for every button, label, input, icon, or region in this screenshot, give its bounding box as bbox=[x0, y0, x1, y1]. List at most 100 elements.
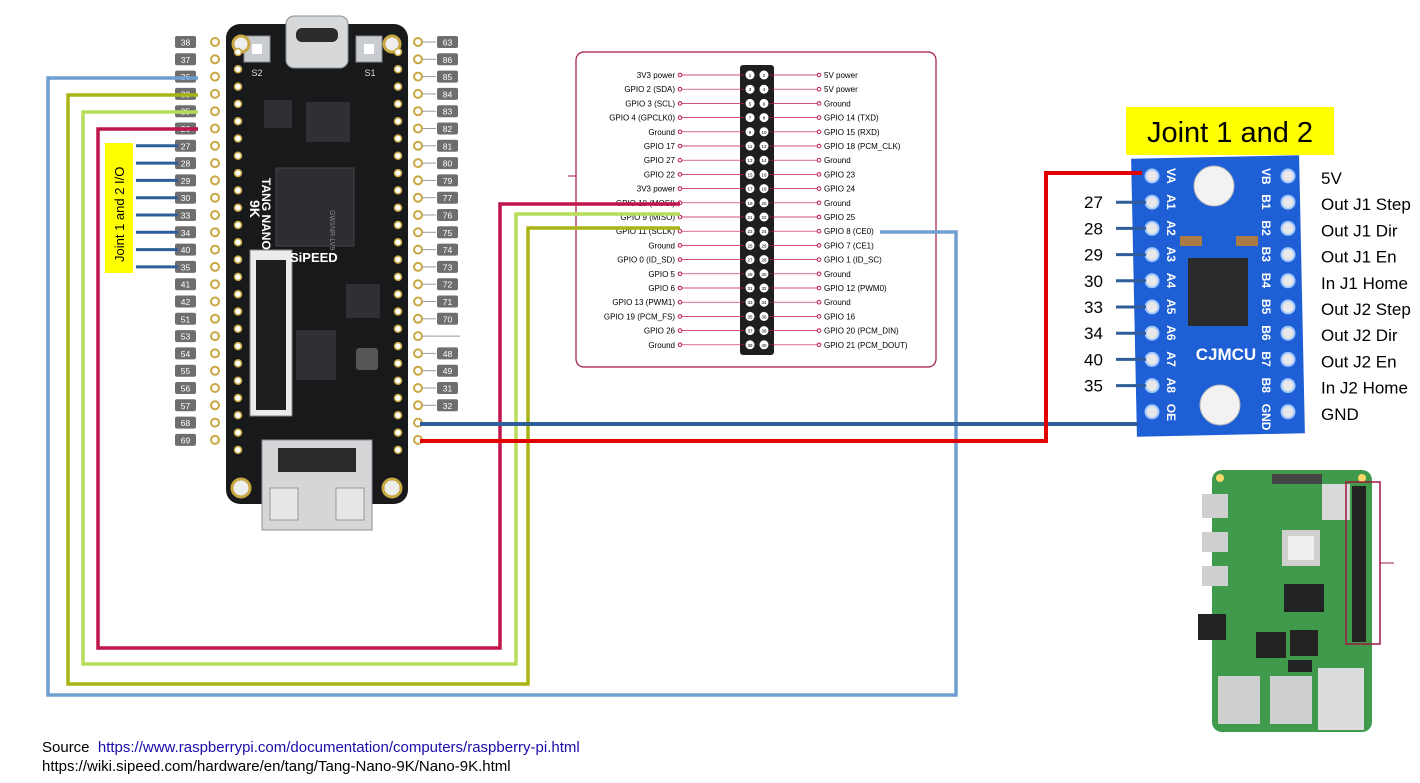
shifter-function: In J2 Home bbox=[1321, 379, 1408, 398]
pin-label-bg bbox=[175, 330, 196, 343]
tang-left-pin: 30 bbox=[181, 193, 191, 203]
header-left-label: GPIO 27 bbox=[644, 156, 676, 165]
pin-label-bg bbox=[437, 243, 458, 256]
header-left-label: GPIO 6 bbox=[648, 284, 675, 293]
board-hole bbox=[233, 134, 243, 143]
header-dot bbox=[677, 172, 683, 177]
shifter-pin-a bbox=[1144, 220, 1160, 236]
header-dot bbox=[816, 328, 822, 333]
board-hole bbox=[393, 65, 403, 74]
shifter-a-label: A4 bbox=[1164, 273, 1178, 289]
shifter-pin-a bbox=[1144, 325, 1160, 341]
pin-label-bg bbox=[175, 191, 196, 204]
header-pin-num: 5 bbox=[749, 101, 752, 106]
pin-pad bbox=[210, 71, 220, 82]
silk-brand: SiPEED bbox=[290, 250, 338, 265]
pin-label-bg bbox=[437, 70, 458, 83]
pin-pad bbox=[413, 175, 423, 186]
shifter-pins bbox=[1144, 168, 1296, 420]
shifter-pin-b bbox=[1280, 273, 1296, 289]
board-hole bbox=[393, 289, 403, 299]
pin-pad bbox=[210, 296, 220, 307]
tang-right-pin: 79 bbox=[443, 176, 453, 186]
header-right-label: GPIO 7 (CE1) bbox=[824, 241, 874, 250]
tang-right-pin: 72 bbox=[443, 280, 453, 290]
pin-pad bbox=[210, 106, 220, 117]
header-dot bbox=[816, 157, 822, 163]
silk-model: 9K bbox=[247, 200, 263, 218]
shifter-function: GND bbox=[1321, 405, 1359, 424]
pin-pad bbox=[413, 296, 423, 307]
pin-pad bbox=[413, 227, 423, 238]
shifter-function: Out J2 Dir bbox=[1321, 326, 1398, 345]
tang-left-pin: 27 bbox=[181, 141, 191, 151]
shifter-pin-a bbox=[1144, 299, 1160, 315]
header-pin bbox=[745, 169, 755, 179]
board-hole bbox=[233, 359, 243, 368]
board-hole bbox=[393, 203, 403, 212]
tang-left-pin: 38 bbox=[181, 38, 191, 48]
pin-pad bbox=[413, 400, 423, 411]
header-dot bbox=[677, 285, 683, 291]
board-hole bbox=[393, 272, 403, 282]
header-left-label: GPIO 17 bbox=[644, 142, 676, 151]
pin-pad bbox=[210, 227, 220, 238]
raspberry-pi-board bbox=[1198, 470, 1394, 732]
pin-pad bbox=[210, 417, 220, 428]
tang-right-pin-labels: 6386858483828180797776757473727170484931… bbox=[413, 36, 460, 445]
header-right-label: Ground bbox=[824, 99, 851, 108]
shifter-a-label: A5 bbox=[1164, 299, 1178, 315]
header-dot bbox=[677, 115, 683, 120]
tang-right-pin: 83 bbox=[443, 107, 453, 117]
board-hole bbox=[233, 341, 243, 351]
shifter-function: Out J1 Dir bbox=[1321, 221, 1398, 240]
tang-left-pin: 40 bbox=[181, 245, 191, 255]
pin-label-bg bbox=[437, 260, 458, 273]
header-right-label: GPIO 16 bbox=[824, 312, 856, 321]
tang-right-pin: 84 bbox=[443, 89, 453, 99]
board-hole bbox=[393, 411, 403, 420]
shifter-function: Out J1 Step bbox=[1321, 195, 1411, 214]
header-pin bbox=[745, 212, 755, 222]
source-link-rpi[interactable]: https://www.raspberrypi.com/documentatio… bbox=[97, 739, 580, 756]
shifter-pin-b bbox=[1280, 325, 1296, 341]
header-pin bbox=[759, 98, 769, 108]
header-dot bbox=[816, 342, 822, 348]
header-dot bbox=[816, 214, 822, 220]
header-pin bbox=[759, 226, 769, 236]
pin-pad bbox=[210, 244, 220, 255]
header-dot bbox=[816, 257, 822, 262]
pin-pad bbox=[210, 313, 220, 324]
header-pin-num: 39 bbox=[747, 343, 753, 348]
shifter-pin-a bbox=[1144, 351, 1160, 367]
header-pin-num: 10 bbox=[761, 130, 767, 135]
board-hole bbox=[233, 324, 243, 334]
header-pin-num: 32 bbox=[761, 286, 767, 291]
header-right-label: GPIO 20 (PCM_DIN) bbox=[824, 327, 899, 336]
header-pin bbox=[759, 212, 769, 222]
pin-label-bg bbox=[175, 260, 196, 273]
pin-label-bg bbox=[437, 157, 458, 170]
shifter-title: Joint 1 and 2 bbox=[1147, 117, 1313, 149]
pin-label-bg bbox=[175, 226, 196, 239]
header-pin-num: 25 bbox=[747, 243, 753, 248]
pin-pad bbox=[413, 140, 423, 151]
header-pin bbox=[745, 340, 755, 350]
pin-label-bg bbox=[175, 209, 196, 221]
header-pin bbox=[759, 326, 769, 336]
pin-pad bbox=[210, 210, 220, 220]
header-left-label: Ground bbox=[648, 341, 675, 350]
tang-right-pin: 85 bbox=[443, 72, 453, 82]
source-link-sipeed[interactable]: https://wiki.sipeed.com/hardware/en/tang… bbox=[42, 758, 511, 775]
pin-label-bg bbox=[175, 399, 196, 412]
svg-text:GW1NR-LV9: GW1NR-LV9 bbox=[328, 210, 335, 250]
shifter-b-label: B1 bbox=[1259, 194, 1273, 210]
board-hole bbox=[393, 47, 403, 57]
pin-pad bbox=[210, 175, 220, 186]
shifter-pin-b bbox=[1280, 351, 1296, 367]
board-hole bbox=[233, 445, 243, 455]
board-hole bbox=[393, 186, 403, 195]
pin-label-bg bbox=[437, 364, 458, 377]
